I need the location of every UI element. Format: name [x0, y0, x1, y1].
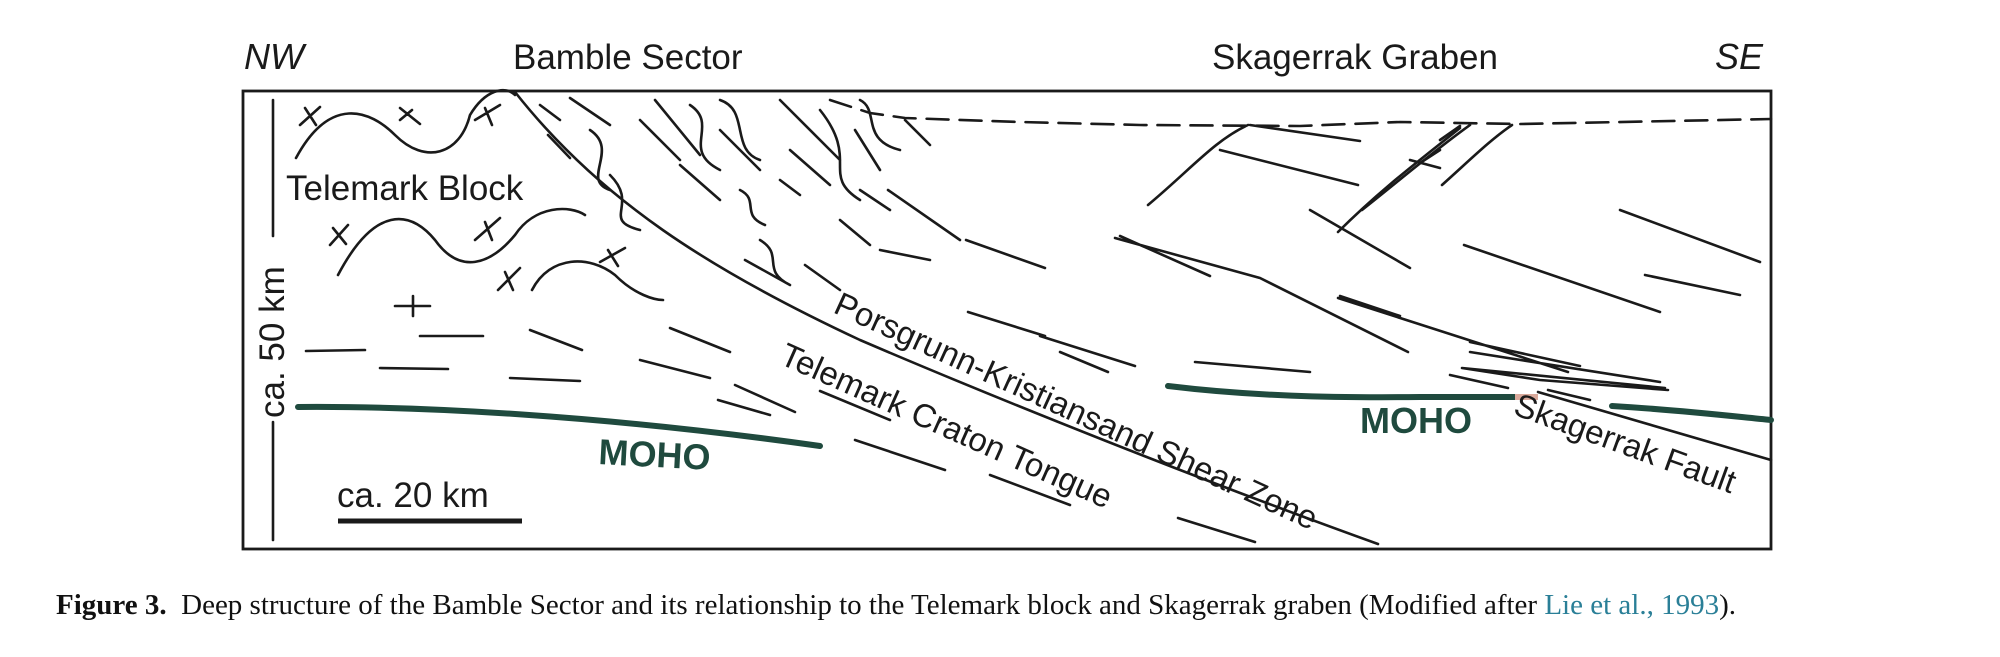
direction-nw: NW — [244, 36, 307, 77]
moho-line-right — [1165, 383, 1518, 401]
graben-fault — [1146, 123, 1250, 207]
fold-line — [530, 260, 665, 302]
graben-fault — [1408, 158, 1442, 170]
label-moho-left: MOHO — [598, 431, 712, 478]
middle-dashes — [886, 188, 1412, 374]
header-skagerrak-graben: Skagerrak Graben — [1212, 38, 1498, 77]
caption-figure-label: Figure 3. — [56, 589, 167, 621]
caption-reference-link[interactable]: Lie et al., 1993 — [1544, 589, 1720, 621]
graben-fault — [1248, 123, 1362, 143]
label-skagerrak-fault: Skagerrak Fault — [1510, 386, 1742, 500]
header-bamble-sector: Bamble Sector — [513, 38, 743, 77]
moho-lines — [295, 383, 1774, 449]
fold-line — [336, 207, 587, 277]
graben-fault — [1360, 123, 1472, 212]
graben-fault — [1438, 124, 1462, 142]
graben-fault — [1418, 148, 1442, 165]
graben-fault — [1336, 126, 1462, 234]
se-dashes — [1193, 208, 1762, 402]
graben-fault — [1218, 148, 1360, 187]
tongue-dashes — [818, 389, 1257, 544]
diagram-lines — [241, 89, 1773, 551]
fold-ticks — [298, 103, 627, 318]
top-dashed-horizon — [828, 98, 1773, 128]
label-horizontal-scale: ca. 20 km — [337, 476, 489, 515]
moho-line-left — [295, 403, 823, 449]
direction-se: SE — [1715, 36, 1764, 77]
diagram-frame — [241, 89, 1773, 551]
caption-text: Deep structure of the Bamble Sector and … — [181, 589, 1545, 621]
fold-line — [294, 89, 517, 160]
bamble-squiggles — [538, 96, 882, 292]
shear-zone-boundary — [513, 90, 1380, 546]
bamble-squiggles — [858, 98, 932, 262]
label-vertical-scale: ca. 50 km — [253, 266, 292, 418]
label-moho-right: MOHO — [1360, 400, 1472, 441]
caption-suffix: ). — [1719, 589, 1737, 621]
moho-line-far-right — [1609, 403, 1774, 423]
graben-fault — [1440, 123, 1514, 187]
label-telemark-block: Telemark Block — [286, 169, 524, 208]
foliation-dashes — [304, 326, 797, 417]
skagerrak-fault-line — [1536, 390, 1773, 462]
figure-caption: Figure 3. Deep structure of the Bamble S… — [56, 589, 1956, 622]
